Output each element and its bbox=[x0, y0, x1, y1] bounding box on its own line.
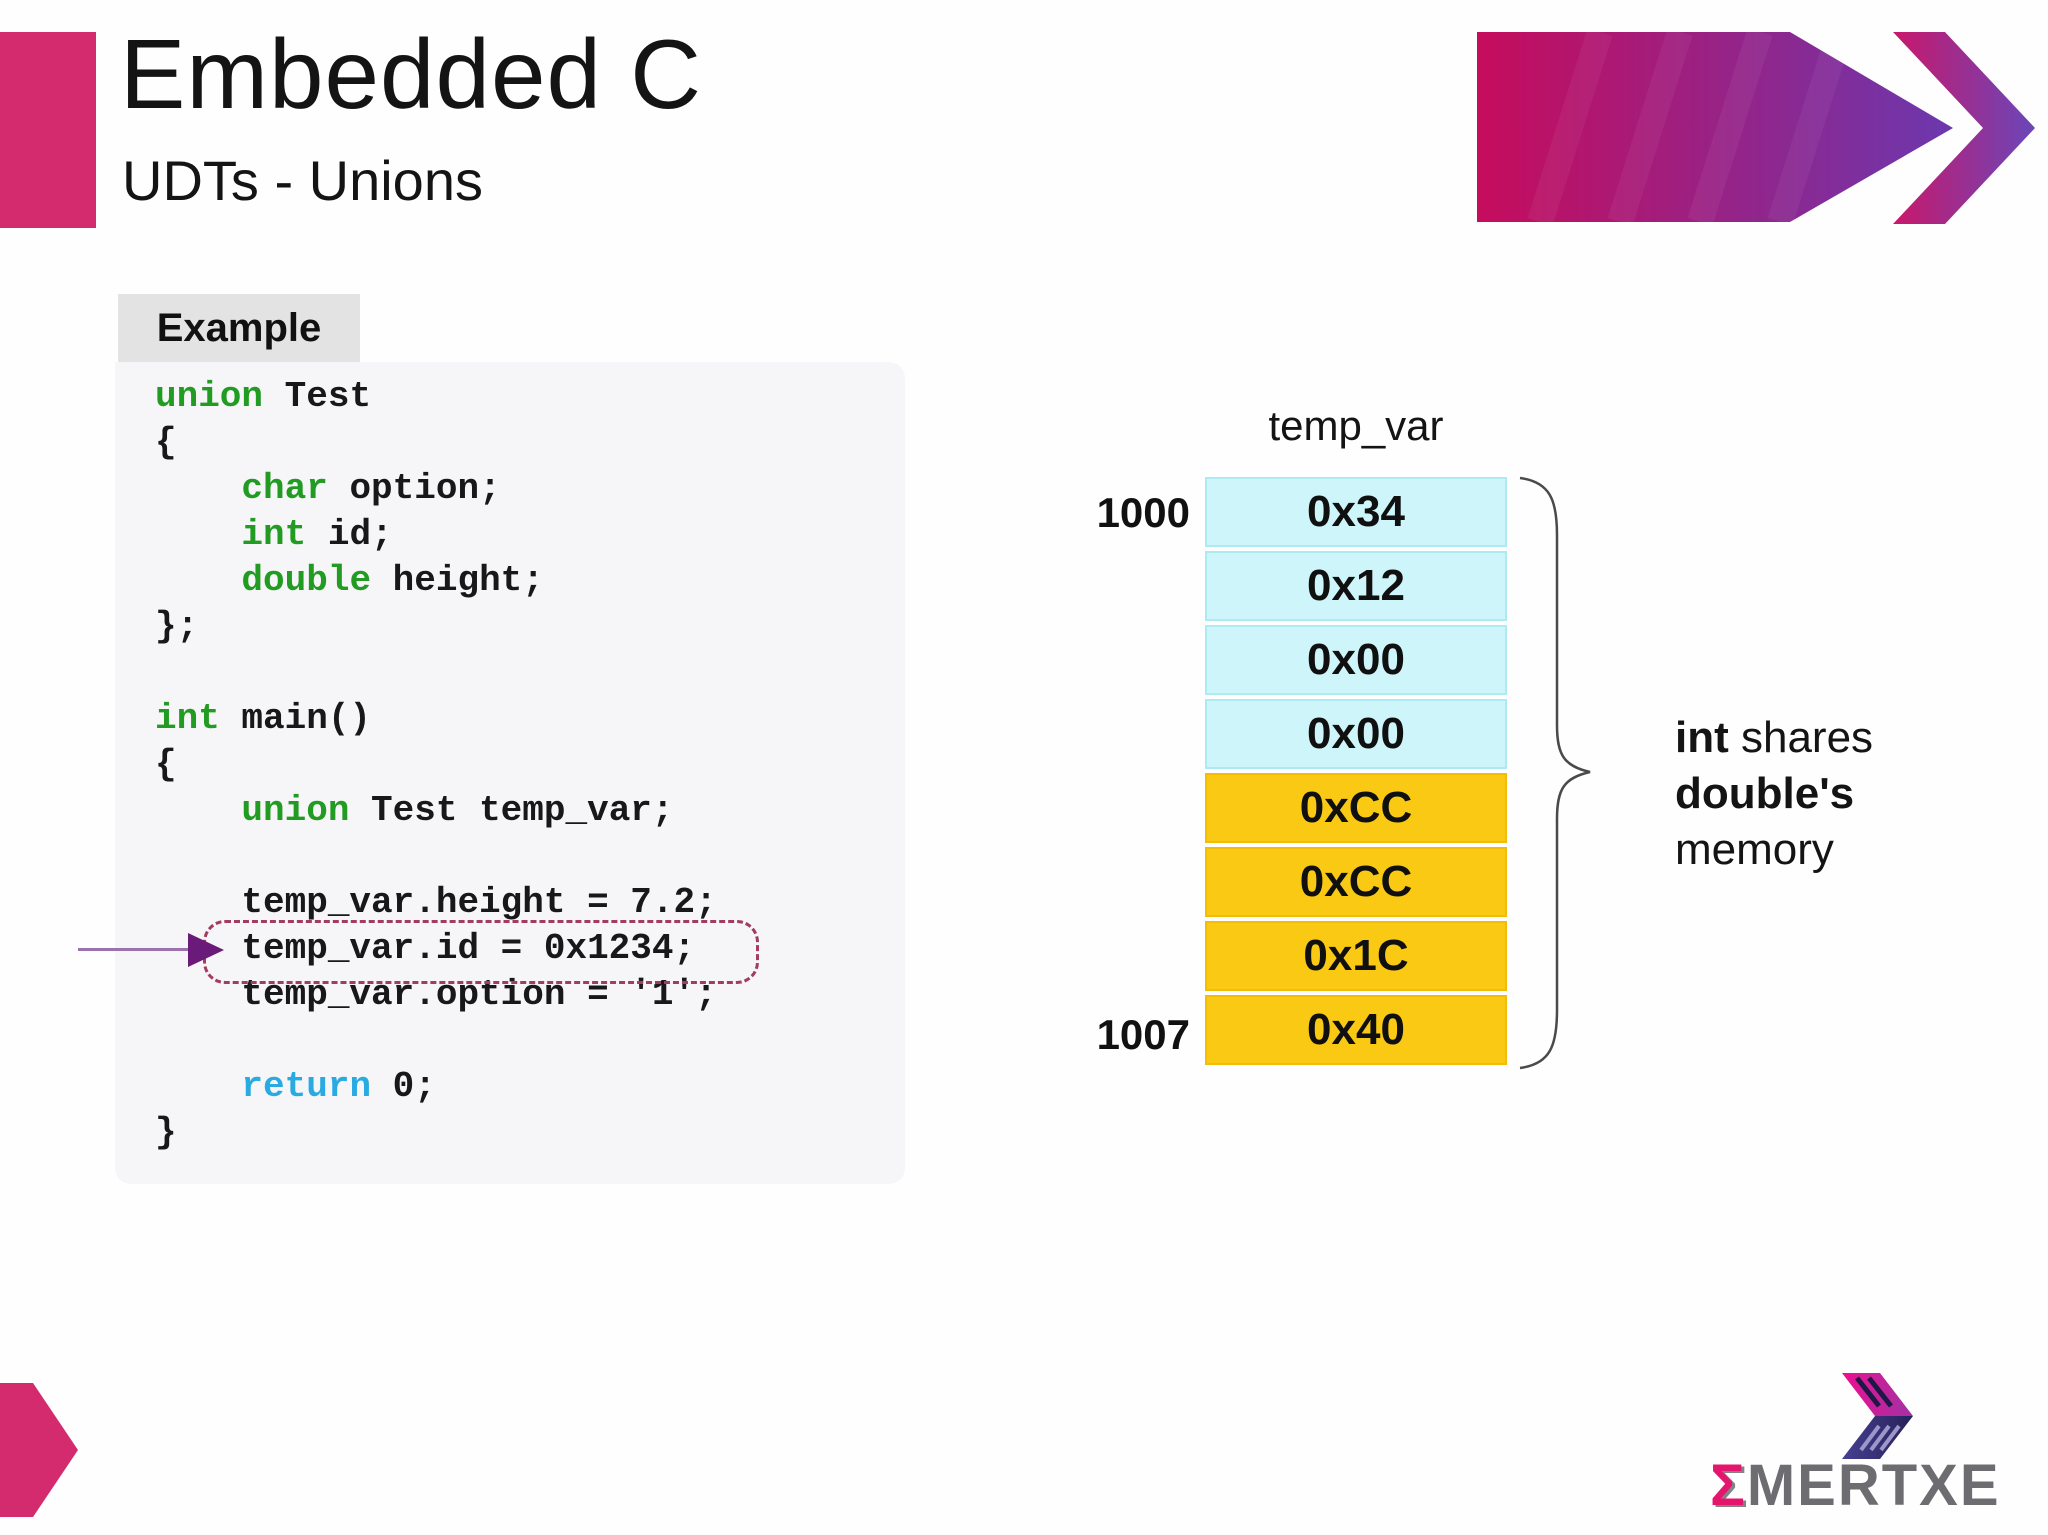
code-line: temp_var.height = 7.2; bbox=[155, 882, 717, 923]
memory-cell: 0x40 bbox=[1205, 995, 1507, 1065]
highlight-dashed-box bbox=[203, 920, 759, 984]
logo-chevron-icon bbox=[1842, 1373, 1913, 1459]
code-line: }; bbox=[155, 606, 199, 647]
code-line bbox=[155, 834, 717, 880]
code-line bbox=[155, 1018, 717, 1064]
memory-annotation: int shares double's memory bbox=[1675, 710, 1873, 878]
emertxe-logo: ΣMERTXE bbox=[1700, 1360, 2030, 1520]
curly-brace bbox=[1519, 476, 1591, 1070]
corner-accent-rect bbox=[0, 32, 96, 228]
page-title: Embedded C bbox=[120, 19, 703, 129]
highlight-arrow-line bbox=[78, 948, 190, 951]
header-arrow-decoration bbox=[1477, 30, 2035, 226]
code-line: } bbox=[155, 1112, 177, 1153]
code-line: union Test bbox=[155, 376, 372, 417]
code-panel bbox=[115, 362, 905, 1184]
memory-address-end: 1007 bbox=[1096, 1011, 1190, 1058]
chevron-outline-shape bbox=[1893, 32, 2035, 224]
memory-cell: 0x1C bbox=[1205, 921, 1507, 991]
footer-arrow-decoration bbox=[0, 1383, 78, 1517]
memory-cell: 0xCC bbox=[1205, 847, 1507, 917]
code-line: return 0; bbox=[241, 1066, 436, 1107]
code-line: temp_var.id = 0x1234; bbox=[155, 928, 696, 969]
memory-address-start: 1000 bbox=[1096, 489, 1190, 536]
code-line: int main() bbox=[155, 698, 372, 739]
memory-cell: 0xCC bbox=[1205, 773, 1507, 843]
page-subtitle: UDTs - Unions bbox=[122, 149, 483, 212]
annotation-doubles: double's bbox=[1675, 769, 1855, 818]
annotation-int: int bbox=[1675, 713, 1729, 762]
annotation-shares: shares bbox=[1728, 713, 1874, 762]
logo-sigma: Σ bbox=[1710, 1453, 1747, 1518]
code-line: { bbox=[155, 744, 177, 785]
logo-wordmark: MERTXE bbox=[1746, 1453, 2001, 1518]
code-line: temp_var.option = '1'; bbox=[155, 974, 717, 1015]
annotation-memory: memory bbox=[1675, 825, 1834, 874]
big-arrow-shape bbox=[1477, 32, 1953, 222]
code-line: double height; bbox=[241, 560, 544, 601]
logo-text: ΣMERTXE bbox=[1710, 1452, 2001, 1519]
code-line: char option; bbox=[241, 468, 501, 509]
code-block: union Test { char option; int id; double … bbox=[155, 374, 717, 1156]
code-line: { bbox=[155, 422, 177, 463]
code-line: int id; bbox=[241, 514, 393, 555]
memory-cell: 0x34 bbox=[1205, 477, 1507, 547]
memory-cell: 0x00 bbox=[1205, 625, 1507, 695]
code-line: union Test temp_var; bbox=[241, 790, 674, 831]
example-label: Example bbox=[118, 294, 360, 362]
highlight-arrow-icon bbox=[188, 933, 224, 967]
code-line bbox=[155, 650, 717, 696]
memory-cell: 0x00 bbox=[1205, 699, 1507, 769]
memory-var-label: temp_var bbox=[1268, 402, 1444, 449]
memory-cell: 0x12 bbox=[1205, 551, 1507, 621]
